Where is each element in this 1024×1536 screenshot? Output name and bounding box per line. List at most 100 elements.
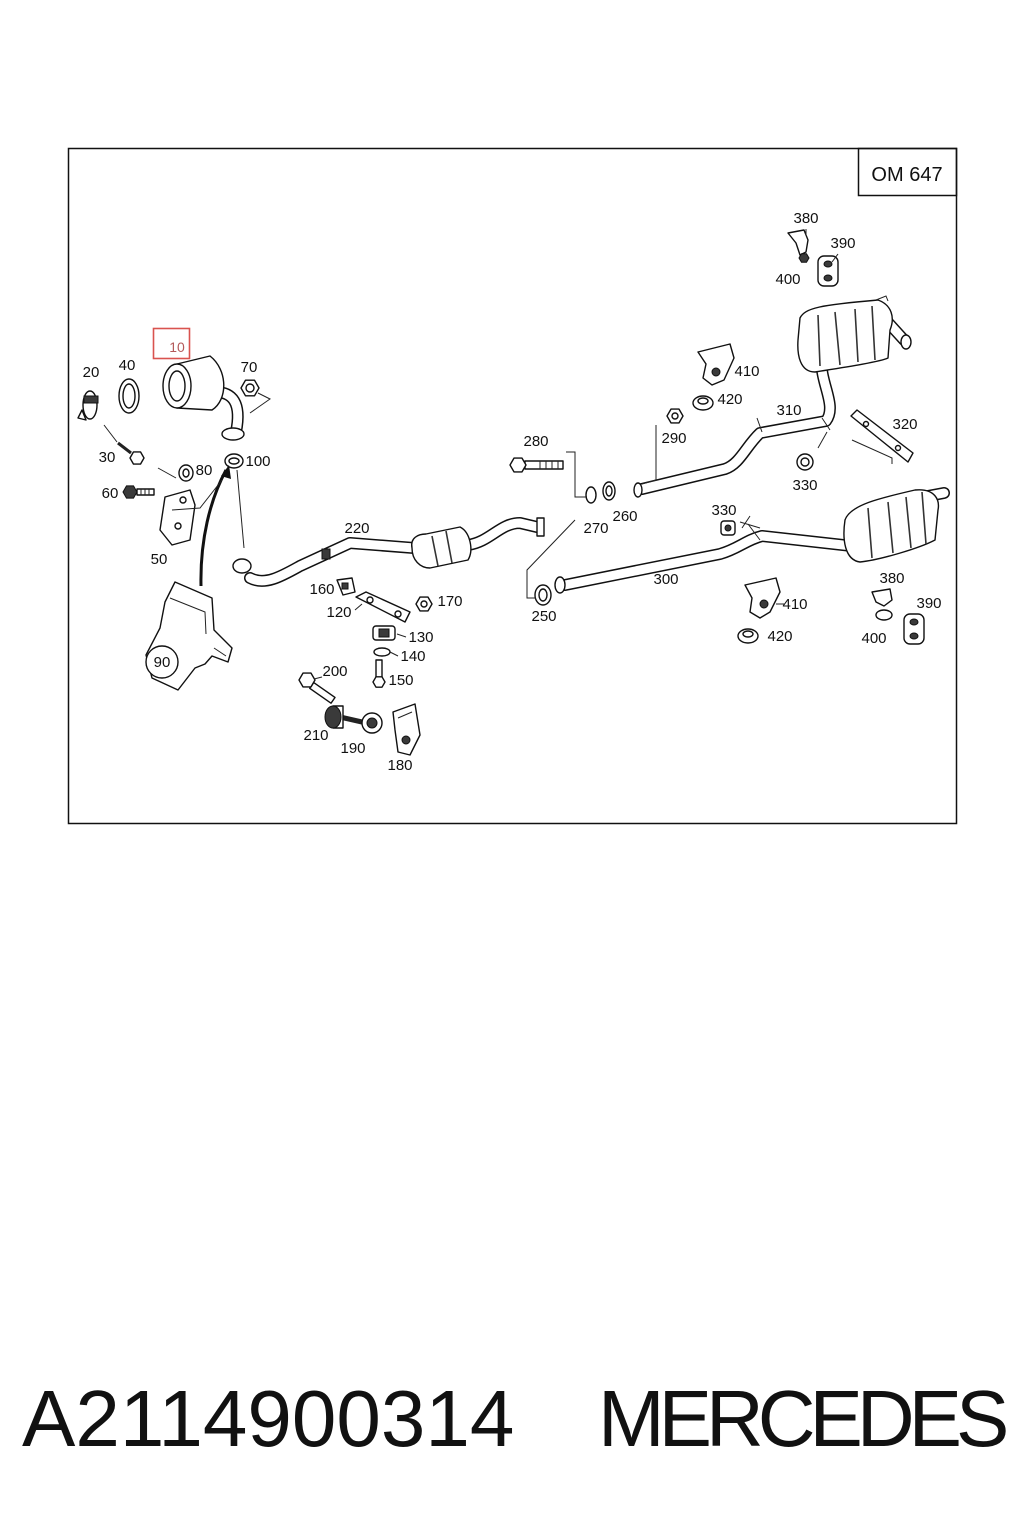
- part-400-nut-upper: [798, 253, 810, 263]
- part-number-label: 20: [83, 364, 100, 381]
- front-pipe-inlet-flange: [232, 558, 252, 574]
- part-number-label: 150: [388, 672, 413, 689]
- part-270-washer: [585, 486, 597, 504]
- part-90-heat-shield: 90: [145, 465, 233, 691]
- part-number-label: 170: [437, 593, 462, 610]
- part-number-label: 390: [830, 235, 855, 252]
- part-number-label: 390: [916, 595, 941, 612]
- part-290-nut: [666, 408, 684, 424]
- part-number-label: 380: [793, 210, 818, 227]
- part-310-rear-pipe: [633, 370, 830, 498]
- part-380-bracket-lower: [871, 588, 893, 607]
- part-80-washer: [178, 464, 194, 482]
- part-number-label: 410: [734, 363, 759, 380]
- part-number-label: 120: [326, 604, 351, 621]
- part-number-label: 200: [322, 663, 347, 680]
- muffler-body: [797, 299, 893, 373]
- part-190-bushing: [361, 712, 383, 734]
- part-200-bolt: [298, 672, 336, 704]
- part-330-clamp-lower: [720, 520, 736, 536]
- part-150-bolt: [372, 659, 386, 688]
- part-390-rubber-hanger-lower: [903, 613, 925, 645]
- circled-part-marker: [145, 645, 179, 679]
- part-220-front-pipe: [232, 517, 545, 581]
- part-number-label: 280: [523, 433, 548, 450]
- part-420-rubber-mount-upper: [692, 395, 714, 411]
- part-380-bracket-upper: [787, 229, 809, 256]
- part-100-gasket: [224, 453, 244, 469]
- part-280-bolt: [509, 457, 564, 473]
- part-170-nut: [415, 596, 433, 612]
- rear-muffler-upper: [797, 295, 912, 373]
- part-180-bracket: [392, 703, 421, 756]
- part-160-clip: [336, 577, 356, 596]
- part-number-label: 330: [792, 477, 817, 494]
- part-number-label: 140: [400, 648, 425, 665]
- part-410-hanger-bracket-lower: [744, 577, 781, 619]
- part-number-label: 260: [612, 508, 637, 525]
- circled-part-label: 90: [154, 654, 171, 671]
- part-300-rear-pipe: [554, 515, 852, 594]
- part-number-label: 310: [776, 402, 801, 419]
- part-40-gasket-ring: [118, 378, 140, 414]
- part-number-label: 210: [303, 727, 328, 744]
- leader-lines: [103, 229, 893, 680]
- part-number-label: 420: [717, 391, 742, 408]
- highlight-box: [152, 327, 191, 360]
- rear-pipe-flange: [633, 482, 643, 498]
- exhaust-parts-diagram: OM 647 10: [67, 147, 958, 825]
- part-number-label: 420: [767, 628, 792, 645]
- footer-brand: MERCEDES: [598, 1374, 1009, 1463]
- rear-muffler-lower: [843, 489, 944, 563]
- part-number-label: 400: [775, 271, 800, 288]
- part-number-label: 190: [340, 740, 365, 757]
- part-20-clamp: [77, 390, 99, 421]
- part-390-rubber-hanger-upper: [817, 255, 839, 287]
- part-number-label: 160: [309, 581, 334, 598]
- part-number-label: 300: [653, 571, 678, 588]
- part-210-rubber-mount: [324, 705, 363, 729]
- converter-outlet-flange: [221, 427, 245, 441]
- part-50-bracket: [159, 489, 196, 546]
- part-330-clamp-upper: [796, 453, 814, 471]
- part-number-label: 380: [879, 570, 904, 587]
- diagram-frame: [67, 147, 958, 825]
- part-number-label: 410: [782, 596, 807, 613]
- part-number-labels: 380 390 400 20 40 70 410 420 310 320 290…: [83, 210, 942, 774]
- part-number-label: 220: [344, 520, 369, 537]
- part-410-hanger-bracket-upper: [697, 343, 735, 386]
- part-number-label: 50: [151, 551, 168, 568]
- part-number-label: 60: [102, 485, 119, 502]
- engine-label: OM 647: [871, 164, 942, 186]
- part-number-label: 320: [892, 416, 917, 433]
- part-60-bolt: [122, 485, 155, 499]
- part-number-label: 130: [408, 629, 433, 646]
- front-catalytic-converter: [411, 526, 472, 569]
- front-pipe-outlet-flange: [536, 517, 545, 537]
- tailpipe-outlet: [900, 334, 912, 350]
- part-number-label: 250: [531, 608, 556, 625]
- part-number-label: 400: [861, 630, 886, 647]
- part-30-bolt: [117, 441, 145, 465]
- part-400-washer-lower: [875, 609, 893, 621]
- part-number-label: 290: [661, 430, 686, 447]
- part-250-gasket: [534, 584, 552, 606]
- rear-pipe-flange: [554, 576, 566, 594]
- part-number-label: 40: [119, 357, 136, 374]
- part-260-ring: [602, 481, 616, 501]
- part-130-mount: [372, 625, 396, 641]
- part-number-label: 270: [583, 520, 608, 537]
- highlighted-part-label: 10: [169, 339, 185, 355]
- part-number-label: 180: [387, 757, 412, 774]
- part-number-label: 330: [711, 502, 736, 519]
- muffler-body: [843, 489, 940, 563]
- part-140-washer: [373, 647, 391, 657]
- footer-part-number: A2114900314: [22, 1374, 515, 1463]
- part-320-bracket-strip: [850, 409, 914, 463]
- part-70-nut: [240, 379, 260, 397]
- part-number-label: 70: [241, 359, 258, 376]
- shield-arrow: [199, 469, 228, 587]
- part-420-rubber-mount-lower: [737, 628, 759, 644]
- part-number-label: 100: [245, 453, 270, 470]
- part-number-label: 80: [196, 462, 213, 479]
